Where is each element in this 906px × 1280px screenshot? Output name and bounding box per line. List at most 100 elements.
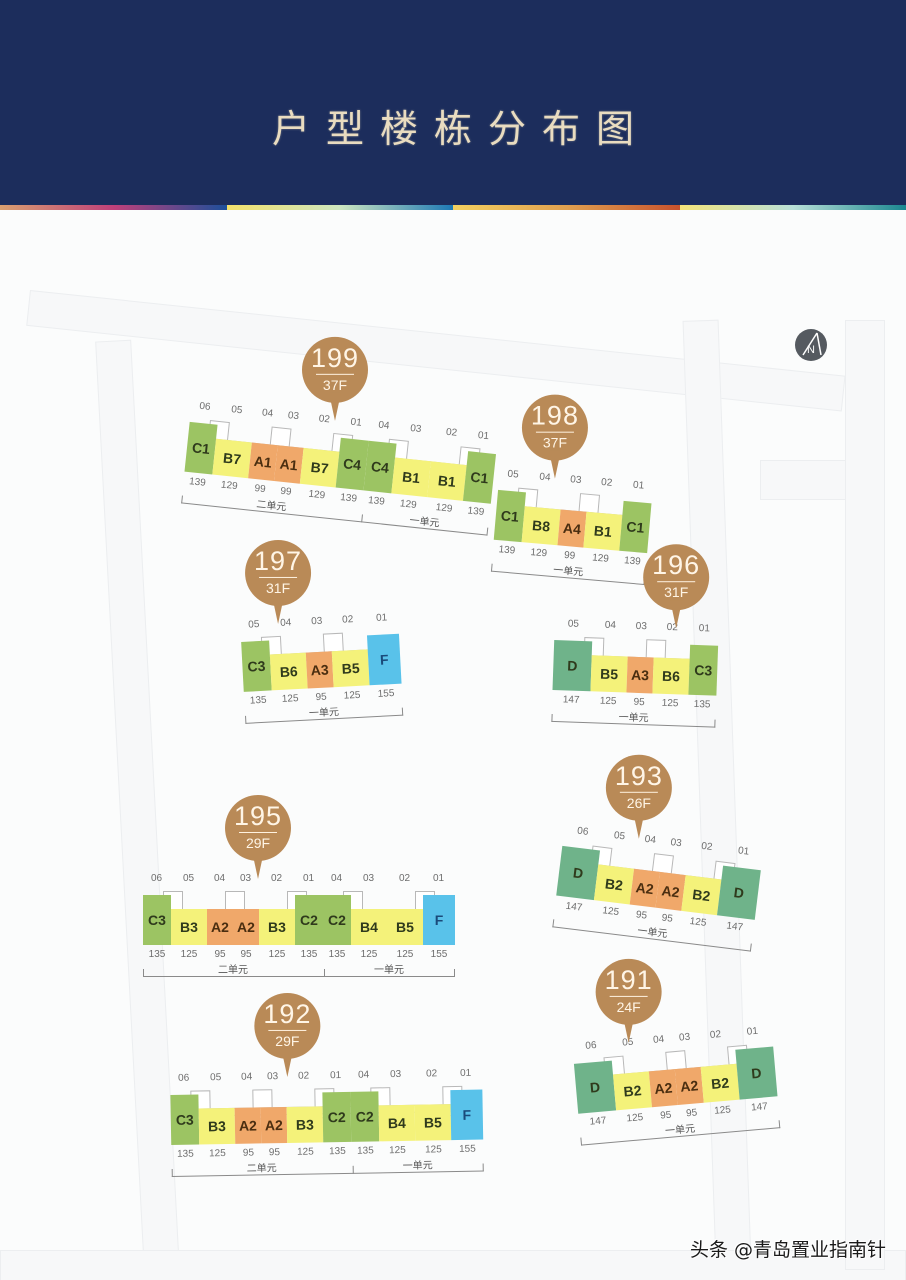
unit-number: 03	[389, 1068, 402, 1081]
unit-A2[interactable]: A2	[674, 1066, 704, 1106]
unit-B3[interactable]: B3	[198, 1107, 236, 1145]
unit-A1[interactable]: A1	[273, 445, 304, 484]
building-number: 197	[254, 545, 303, 576]
building-number: 191	[604, 964, 653, 995]
unit-B4[interactable]: B4	[378, 1104, 416, 1142]
header-banner: 户型楼栋分布图	[0, 0, 906, 207]
unit-D[interactable]: D	[735, 1046, 778, 1100]
unit-B2[interactable]: B2	[612, 1071, 652, 1111]
unit-type-label: C4	[342, 455, 362, 473]
unit-A3[interactable]: A3	[626, 656, 654, 694]
unit-B2[interactable]: B2	[593, 864, 635, 905]
unit-number: 05	[209, 1072, 222, 1084]
unit-F[interactable]: F	[423, 895, 455, 945]
unit-B7[interactable]: B7	[212, 438, 252, 479]
unit-number: 05	[507, 468, 520, 481]
unit-number: 01	[433, 873, 445, 884]
unit-area: 125	[599, 695, 617, 708]
unit-A2[interactable]: A2	[233, 909, 259, 945]
unit-type-label: F	[462, 1106, 472, 1123]
building-floors: 31F	[664, 584, 689, 601]
unit-D[interactable]: D	[717, 865, 761, 920]
unit-type-label: B6	[279, 663, 299, 680]
unit-type-label: B1	[593, 522, 613, 540]
unit-A2[interactable]: A2	[260, 1106, 288, 1144]
unit-A3[interactable]: A3	[305, 651, 334, 689]
unit-type-label: B1	[437, 472, 457, 490]
unit-area: 125	[296, 1146, 314, 1158]
unit-B1[interactable]: B1	[583, 511, 623, 551]
unit-D[interactable]: D	[556, 845, 601, 901]
unit-C3[interactable]: C3	[143, 895, 171, 945]
unit-type-label: C1	[500, 507, 520, 525]
unit-type-label: B1	[401, 468, 421, 487]
unit-area: 125	[180, 949, 198, 960]
unit-C3[interactable]: C3	[688, 644, 719, 696]
unit-type-label: D	[589, 1078, 601, 1096]
unit-type-label: A2	[679, 1077, 699, 1095]
unit-C2[interactable]: C2	[323, 895, 351, 945]
unit-type-label: B8	[531, 517, 551, 535]
unit-B3[interactable]: B3	[286, 1106, 324, 1143]
unit-C2[interactable]: C2	[322, 1091, 352, 1143]
unit-D[interactable]: D	[573, 1060, 617, 1114]
unit-type-label: B7	[309, 458, 330, 477]
unit-B4[interactable]: B4	[351, 909, 387, 945]
unit-B5[interactable]: B5	[590, 655, 628, 693]
unit-C2[interactable]: C2	[295, 895, 323, 945]
unit-area: 125	[208, 1148, 226, 1160]
unit-B5[interactable]: B5	[387, 909, 423, 945]
unit-B2[interactable]: B2	[681, 875, 722, 916]
unit-area: 155	[458, 1143, 476, 1155]
unit-C1[interactable]: C1	[493, 489, 526, 543]
unit-type-label: A2	[634, 879, 655, 898]
unit-B8[interactable]: B8	[521, 506, 561, 546]
building-floors: 24F	[616, 998, 641, 1015]
unit-C3[interactable]: C3	[170, 1094, 200, 1145]
unit-B7[interactable]: B7	[299, 447, 340, 488]
unit-A4[interactable]: A4	[557, 509, 587, 548]
unit-number: 02	[399, 873, 411, 884]
unit-number: 01	[329, 1070, 342, 1082]
pin-divider	[619, 791, 658, 793]
unit-C2[interactable]: C2	[350, 1091, 380, 1142]
unit-B5[interactable]: B5	[414, 1104, 452, 1141]
unit-number: 02	[445, 426, 458, 439]
unit-area: 135	[356, 1145, 374, 1157]
unit-B6[interactable]: B6	[269, 652, 308, 691]
unit-F[interactable]: F	[450, 1089, 484, 1141]
pin-tail	[252, 851, 264, 879]
unit-A2[interactable]: A2	[207, 909, 233, 945]
unit-B2[interactable]: B2	[700, 1063, 740, 1103]
unit-number: 01	[303, 873, 315, 884]
pin-circle	[225, 795, 291, 861]
unit-B6[interactable]: B6	[652, 657, 690, 695]
unit-area: 125	[424, 1144, 442, 1156]
unit-number: 02	[425, 1068, 438, 1080]
unit-A2[interactable]: A2	[234, 1107, 262, 1144]
unit-A1[interactable]: A1	[248, 442, 278, 482]
unit-B5[interactable]: B5	[331, 649, 370, 688]
unit-A2[interactable]: A2	[648, 1069, 678, 1108]
unit-B3[interactable]: B3	[259, 909, 295, 945]
unit-B1[interactable]: B1	[391, 457, 431, 498]
unit-C3[interactable]: C3	[241, 640, 272, 692]
section-bracket	[143, 969, 455, 977]
pin-divider	[657, 581, 696, 583]
unit-F[interactable]: F	[366, 633, 402, 686]
building-number: 192	[263, 998, 312, 1029]
unit-number: 04	[331, 873, 343, 884]
unit-D[interactable]: D	[552, 639, 593, 692]
unit-B1[interactable]: B1	[427, 461, 467, 501]
unit-number: 06	[198, 400, 212, 413]
unit-C1[interactable]: C1	[462, 451, 497, 504]
unit-B3[interactable]: B3	[171, 909, 207, 945]
